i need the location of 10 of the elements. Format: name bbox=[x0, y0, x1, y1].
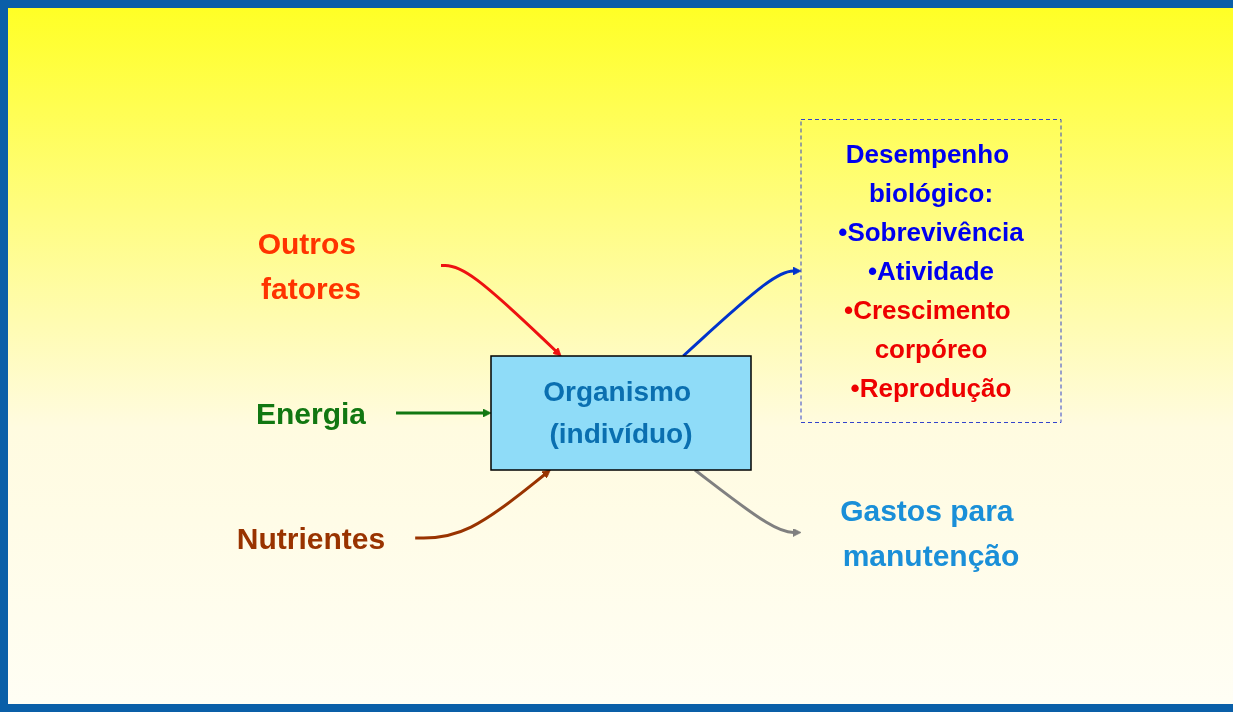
arrow bbox=[414, 469, 551, 540]
arrow bbox=[440, 264, 561, 357]
node-box: Desempenho biológico: •Sobrevivência •Atividade •Crescimento corpóreo •Reprodução bbox=[800, 119, 1061, 423]
arrow bbox=[395, 408, 491, 418]
node-text: Gastos para manutenção bbox=[839, 493, 1019, 572]
node-box: Organismo (indivíduo) bbox=[489, 355, 752, 471]
node-text: Outros fatores bbox=[257, 226, 361, 305]
node-text: Nutrientes bbox=[236, 521, 385, 555]
node-text: Energia bbox=[255, 396, 366, 430]
arrow bbox=[681, 266, 801, 358]
